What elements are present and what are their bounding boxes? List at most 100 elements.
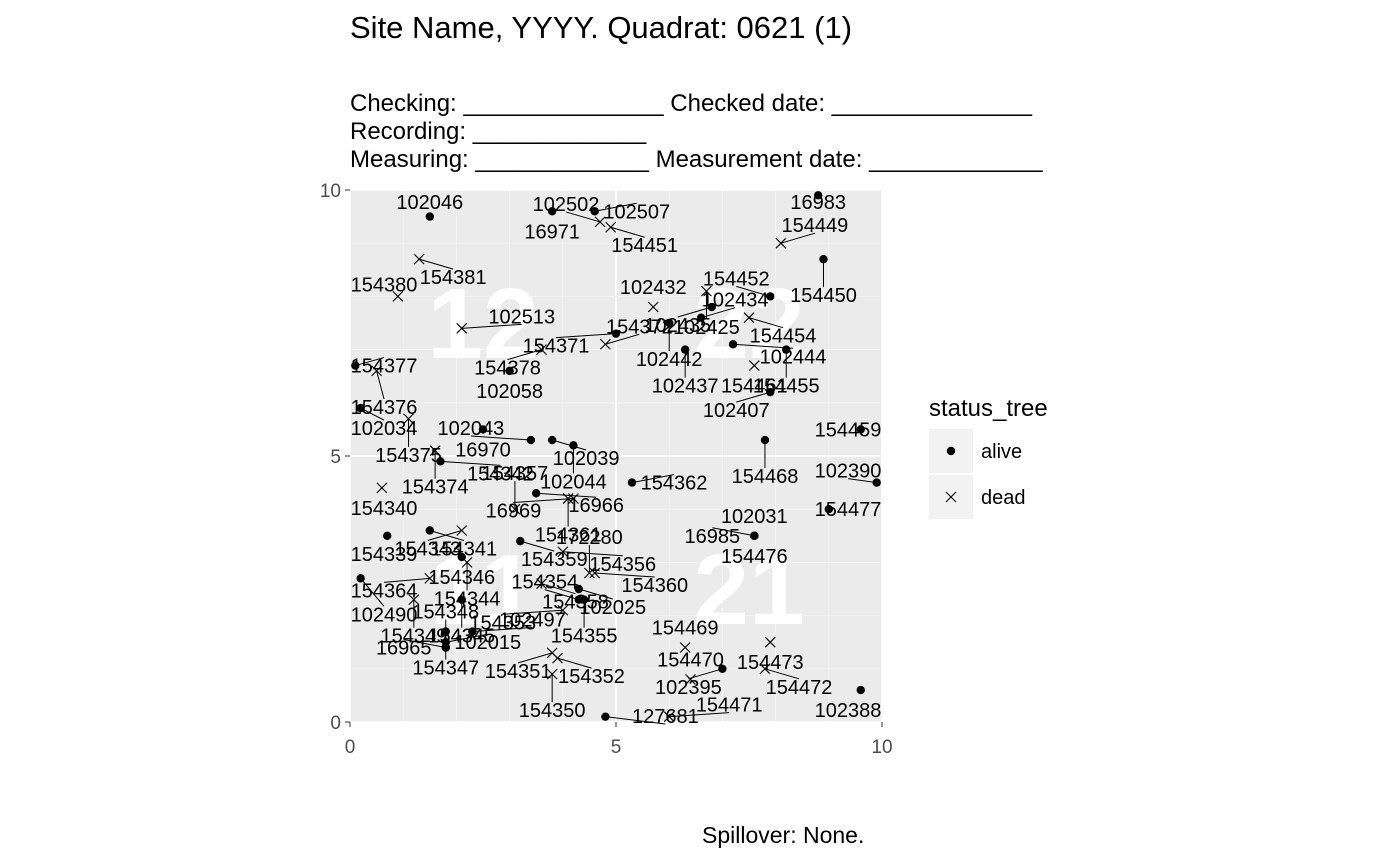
- label-leader: [605, 333, 640, 345]
- tree-tag-label: 154362: [641, 473, 708, 495]
- tree-tag-label: 154380: [351, 274, 418, 296]
- tree-tag-label: 154471: [696, 695, 763, 717]
- label-leader: [440, 460, 501, 466]
- tree-tag-label: 154356: [589, 554, 656, 576]
- label-leader: [470, 435, 531, 441]
- legend-title: status_tree: [929, 395, 1048, 422]
- tree-tag-label: 102513: [488, 306, 555, 328]
- label-leader: [562, 551, 623, 557]
- y-tick-label: 0: [330, 713, 341, 734]
- tree-tag-label: 102390: [815, 461, 882, 483]
- y-tick-label: 5: [330, 447, 341, 468]
- tree-tag-label: 16969: [486, 501, 542, 523]
- label-leader: [552, 439, 587, 451]
- label-leader: [403, 639, 446, 649]
- legend-entry-label: alive: [981, 441, 1022, 463]
- alive-point: [478, 425, 488, 434]
- dead-point: [764, 636, 776, 648]
- tree-tag-label: 102034: [351, 418, 418, 440]
- label-leader: [445, 633, 488, 643]
- tree-tag-label: 154344: [434, 588, 501, 610]
- label-leader: [712, 527, 755, 537]
- tree-tag-label: 102444: [760, 346, 827, 368]
- alive-point: [813, 191, 823, 200]
- label-leader: [733, 343, 794, 349]
- tree-tag-label: 154352: [558, 666, 625, 688]
- alive-point: [824, 505, 833, 514]
- tree-tag-label: 102442: [636, 349, 703, 371]
- tree-tag-label: 154374: [402, 477, 469, 499]
- tree-tag-label: 154357: [482, 463, 549, 485]
- label-leader: [429, 530, 464, 541]
- tree-tag-label: 154347: [412, 658, 479, 680]
- legend-entry-label: dead: [981, 487, 1026, 509]
- label-leader: [513, 498, 574, 504]
- tree-tag-label: 154355: [551, 626, 618, 648]
- label-leader: [557, 657, 592, 669]
- label-leader: [594, 572, 655, 578]
- chart-title: Site Name, YYYY. Quadrat: 0621 (1): [350, 10, 853, 45]
- legend-dead-symbol: [945, 491, 957, 503]
- label-leader: [847, 478, 877, 484]
- label-leader: [748, 317, 784, 329]
- label-leader: [780, 232, 816, 244]
- label-leader: [700, 307, 736, 319]
- tree-tag-label: 154372: [606, 316, 673, 338]
- tree-tag-label: 102395: [655, 677, 722, 699]
- tree-tag-label: 154359: [521, 549, 588, 571]
- label-leader: [605, 716, 666, 725]
- label-leader: [578, 588, 613, 600]
- label-leader: [736, 285, 771, 297]
- label-leader: [518, 652, 553, 664]
- tree-tag-label: 154346: [428, 567, 495, 589]
- tree-tag-label: 102435: [644, 315, 711, 337]
- label-leader: [472, 627, 533, 633]
- tree-tag-label: 102425: [673, 317, 740, 339]
- tree-tag-label: 154341: [430, 538, 497, 560]
- tree-tag-label: 102043: [438, 418, 505, 440]
- measuring-line: Measuring: _____________ Measurement dat…: [350, 146, 1043, 173]
- label-leader: [360, 407, 385, 421]
- alive-point: [505, 366, 514, 376]
- alive-point: [425, 212, 434, 221]
- label-leader: [360, 578, 385, 607]
- tree-tag-label: 154348: [412, 602, 479, 624]
- tree-tag-label: 102497: [499, 610, 566, 632]
- dead-point: [748, 360, 760, 371]
- tree-tag-label: 154377: [351, 356, 418, 378]
- label-leader: [631, 474, 675, 484]
- tree-tag-label: 102432: [620, 277, 687, 299]
- label-leader: [520, 540, 555, 552]
- tree-tag-label: 154364: [351, 580, 418, 602]
- tree-tag-label: 154469: [652, 618, 719, 640]
- label-leader: [376, 370, 385, 400]
- tree-tag-label: 102437: [652, 376, 719, 398]
- tree-tag-label: 154461: [721, 376, 788, 398]
- label-leader: [677, 306, 712, 318]
- label-leader: [461, 323, 522, 329]
- tree-tag-label: 154350: [519, 700, 586, 722]
- label-leader: [594, 202, 637, 212]
- tree-tag-label: 154381: [420, 267, 487, 289]
- dead-point: [685, 674, 696, 685]
- alive-point: [728, 340, 738, 349]
- tree-tag-label: 154451: [611, 235, 678, 257]
- subquadrat-label: 11: [430, 534, 536, 646]
- alive-point: [856, 685, 865, 695]
- label-leader: [555, 333, 617, 339]
- tree-tag-label: 154468: [732, 466, 799, 488]
- label-leader: [688, 668, 723, 680]
- tree-tag-label: 102031: [721, 506, 788, 528]
- tree-tag-label: 127681: [632, 706, 699, 728]
- alive-point: [680, 345, 690, 354]
- tree-tag-label: 154353: [469, 612, 536, 634]
- tree-tag-label: 102507: [603, 201, 670, 223]
- y-tick-label: 10: [320, 181, 341, 202]
- tree-tag-label: 154354: [511, 572, 578, 594]
- label-leader: [355, 357, 385, 367]
- tree-tag-label: 154472: [766, 677, 833, 699]
- tree-tag-label: 154360: [621, 575, 688, 597]
- label-leader: [419, 258, 454, 270]
- label-leader: [507, 349, 542, 361]
- label-leader: [669, 712, 730, 718]
